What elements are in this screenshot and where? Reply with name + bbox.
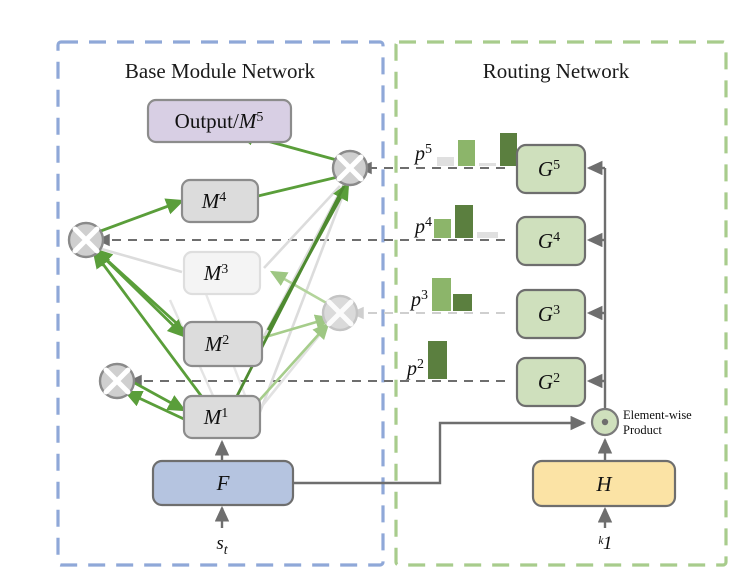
- bar: [455, 205, 473, 238]
- panel-routing-border: [394, 40, 728, 567]
- bar: [432, 278, 451, 311]
- output-box[interactable]: Output/M5: [146, 98, 293, 144]
- edge-m2-agg3: [261, 314, 333, 340]
- prob-chart-p5-bars: [437, 133, 517, 166]
- feature-to-product-wire: [293, 415, 587, 485]
- task-box-h-rect[interactable]: [531, 459, 677, 508]
- edge-m1-agg2: [123, 390, 187, 422]
- active-edges: [92, 129, 350, 422]
- prob-chart-p3-bars: [432, 278, 472, 311]
- prob-chart-p4-label: p4: [413, 215, 432, 238]
- bar: [477, 232, 498, 238]
- prob-chart-p3: p3: [409, 278, 472, 311]
- bar: [428, 341, 447, 379]
- prob-chart-p5-label: p5: [413, 142, 432, 165]
- prob-chart-p2-bars: [428, 341, 447, 379]
- gate-box-g5-rect[interactable]: [515, 143, 587, 195]
- aggregator-node-4[interactable]: [67, 221, 105, 259]
- gate-box-g3[interactable]: G3: [515, 288, 587, 340]
- module-box-m1[interactable]: M1: [182, 394, 262, 440]
- prob-chart-p2: p2: [405, 341, 447, 380]
- prob-chart-p4: p4: [413, 205, 498, 238]
- cross-icon: [336, 154, 364, 182]
- edge-m1-agg4: [92, 249, 210, 406]
- feature-box-f-label: F: [216, 471, 230, 495]
- gate-box-g2[interactable]: G2: [515, 356, 587, 408]
- gate-routing-lines: [96, 161, 505, 388]
- bar: [453, 294, 472, 311]
- feature-box-f[interactable]: F: [151, 459, 295, 507]
- prob-chart-p3-label: p3: [409, 288, 428, 311]
- panel-routing-title: Routing Network: [483, 59, 630, 83]
- module-box-m4-label: M4: [201, 189, 227, 213]
- bar: [437, 157, 454, 166]
- gate-box-g4[interactable]: G4: [515, 215, 587, 267]
- prob-chart-p4-bars: [434, 205, 498, 238]
- input-state-label: st: [216, 533, 228, 558]
- module-box-m3-rect[interactable]: [182, 250, 262, 296]
- output-box-rect[interactable]: [146, 98, 293, 144]
- gate-box-g3-label: G3: [538, 302, 560, 326]
- gate-box-g2-label: G2: [538, 370, 560, 394]
- panel-routing-network: Routing Network: [394, 40, 728, 567]
- cross-icon: [72, 226, 100, 254]
- edge-agg4-m2: [95, 248, 186, 338]
- edge-inactive-m3-agg5: [263, 185, 341, 269]
- gate-box-g3-rect[interactable]: [515, 288, 587, 340]
- panel-base-module-network: Base Module Network: [56, 40, 385, 567]
- bar: [479, 163, 496, 166]
- feature-to-product-path: [293, 415, 587, 485]
- prob-chart-p5: p5: [413, 133, 517, 166]
- task-box-h-label: H: [595, 472, 613, 496]
- module-box-m4-rect[interactable]: [180, 178, 260, 224]
- gate-feed-bus: [586, 160, 607, 418]
- gate-box-g4-label: G4: [538, 229, 560, 253]
- element-wise-product-label-line2: Product: [623, 423, 662, 437]
- cross-icon: [326, 299, 354, 327]
- module-box-m2[interactable]: M2: [182, 320, 264, 368]
- module-box-m1-label: M1: [203, 405, 229, 429]
- module-box-m1-rect[interactable]: [182, 394, 262, 440]
- element-wise-product-node[interactable]: Element-wise Product: [590, 407, 692, 437]
- dot-icon: [601, 418, 609, 426]
- element-wise-product-label-line1: Element-wise: [623, 408, 692, 422]
- module-box-m2-rect[interactable]: [182, 320, 264, 368]
- aggregator-node-3[interactable]: [321, 294, 359, 332]
- gate-box-g5[interactable]: G5: [515, 143, 587, 195]
- module-box-m3[interactable]: M3: [182, 250, 262, 296]
- module-box-m2-label: M2: [204, 332, 230, 356]
- cross-icon: [103, 367, 131, 395]
- module-box-m4[interactable]: M4: [180, 178, 260, 224]
- task-input-label: ᵏ1: [598, 533, 613, 554]
- edge-agg4-m4: [97, 198, 185, 234]
- gate-box-g4-rect[interactable]: [515, 215, 587, 267]
- gate-box-g5-label: G5: [538, 157, 560, 181]
- module-box-m3-label: M3: [203, 261, 229, 285]
- bar: [434, 219, 451, 238]
- aggregator-node-2[interactable]: [98, 362, 136, 400]
- bar: [500, 133, 517, 166]
- edge-inactive-m1-agg5: [258, 181, 350, 413]
- prob-chart-p2-label: p2: [405, 357, 424, 380]
- edge-m1-agg3: [255, 322, 330, 405]
- edge-m4-agg5: [257, 174, 343, 198]
- aggregator-node-5[interactable]: [331, 149, 369, 187]
- edge-inactive-m3-agg4: [97, 246, 183, 274]
- edge-agg3-m3: [269, 270, 331, 307]
- task-box-h[interactable]: H: [531, 459, 677, 508]
- panel-base-title: Base Module Network: [125, 59, 316, 83]
- gate-box-g2-rect[interactable]: [515, 356, 587, 408]
- bar: [458, 140, 475, 166]
- output-box-label: Output/M5: [175, 109, 264, 133]
